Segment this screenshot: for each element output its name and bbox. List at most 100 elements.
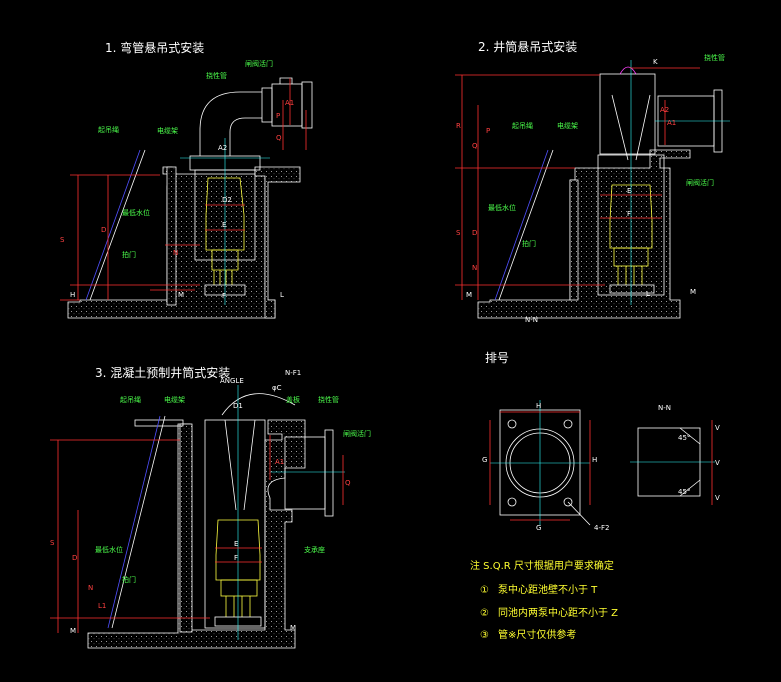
lift-hook-2 bbox=[619, 66, 637, 75]
dim-label-S-2: S bbox=[456, 229, 461, 237]
dim-label-F-2: F bbox=[627, 210, 631, 218]
diagram-3-concrete-well: 起吊绳 电缆架 挠性管 闸阀活门 最低水位 拍门 支承座 盖板 ANGLE N-… bbox=[50, 369, 371, 649]
dim-label-45b-4: 45° bbox=[678, 488, 690, 496]
lift-rope-3 bbox=[107, 415, 161, 629]
label-top-plate-3: 盖板 bbox=[286, 395, 300, 404]
label-min-level-2: 最低水位 bbox=[488, 203, 516, 212]
dim-label-L1-3: L1 bbox=[98, 602, 106, 610]
diagram-2-well-suspension: 起吊绳 电缆架 挠性管 闸阀活门 最低水位 拍门 K R Q P A1 A2 S… bbox=[455, 53, 730, 324]
label-check-valve-2: 拍门 bbox=[522, 239, 536, 248]
label-min-level-3: 最低水位 bbox=[95, 545, 123, 554]
dim-label-A1-3: A1 bbox=[275, 458, 284, 466]
dim-label-v3-4: V bbox=[715, 494, 720, 502]
dim-label-D1-3: D1 bbox=[233, 402, 243, 410]
pump-impeller-3 bbox=[220, 579, 258, 597]
label-lift-rope-1: 起吊绳 bbox=[98, 125, 119, 134]
dim-label-N-1: N bbox=[173, 249, 178, 257]
cable-3 bbox=[224, 419, 256, 511]
dim-label-R-2: R bbox=[456, 122, 461, 130]
dim-label-S-1: S bbox=[60, 236, 65, 244]
dim-label-E-2: E bbox=[627, 187, 631, 195]
label-cable-rack-2: 电缆架 bbox=[557, 121, 578, 130]
dim-label-Q-3: Q bbox=[345, 479, 351, 487]
pit-inner-wall-1 bbox=[166, 166, 177, 306]
pit-wall-right-1 bbox=[254, 166, 301, 319]
dim-label-F-3: F bbox=[234, 554, 238, 562]
label-gate-3: 闸阀活门 bbox=[343, 429, 371, 438]
title-diagram-4: 排号 bbox=[485, 351, 509, 365]
pump-impeller-1 bbox=[211, 249, 239, 271]
valve-flange-3 bbox=[324, 429, 334, 517]
pit-inner-wall-2 bbox=[569, 179, 579, 301]
note-1-mark: ① bbox=[480, 585, 489, 596]
dim-label-N-3: N bbox=[88, 584, 93, 592]
elbow-outer-1 bbox=[199, 91, 262, 156]
diagram-4-flange: H G H G 4-F2 N-N 45° 45° V V V bbox=[482, 400, 720, 532]
dim-label-A2-2: A2 bbox=[660, 106, 669, 114]
pit-inner-wall-3 bbox=[179, 423, 193, 633]
label-gate-1: 闸阀活门 bbox=[245, 59, 273, 68]
bolt-hole-4 bbox=[507, 419, 517, 429]
pump-well-3 bbox=[204, 419, 266, 629]
notes-block: 注 S.Q.R 尺寸根据用户要求确定 ① 泵中心距池壁不小于 T ② 同池内两泵… bbox=[470, 559, 618, 641]
dim-label-45a-4: 45° bbox=[678, 434, 690, 442]
dim-label-D-1: D bbox=[101, 226, 106, 234]
dim-label-G-left-4: G bbox=[482, 456, 487, 464]
dim-label-L-2: L bbox=[646, 290, 650, 298]
title-diagram-1: 1. 弯管悬吊式安装 bbox=[105, 40, 204, 55]
dim-label-v1-4: V bbox=[715, 424, 720, 432]
title-diagram-2: 2. 井筒悬吊式安装 bbox=[478, 39, 577, 54]
cable-2 bbox=[611, 94, 651, 161]
dim-label-M-1: M bbox=[178, 291, 184, 299]
dim-label-M-3: M bbox=[70, 627, 76, 635]
dim-label-K-2: K bbox=[653, 58, 658, 66]
pump-body-2 bbox=[609, 184, 653, 249]
pump-body-1 bbox=[205, 177, 245, 251]
dim-label-M2-1: L bbox=[280, 291, 284, 299]
label-check-valve-3: 拍门 bbox=[122, 575, 136, 584]
diagram-1-elbow-suspension: 起吊绳 电缆架 挠性管 闸阀活门 最低水位 拍门 S D N M H Q P A… bbox=[60, 59, 313, 319]
arc-pipe-3 bbox=[221, 393, 296, 416]
lift-rope-2 bbox=[494, 149, 549, 301]
dim-label-A1-1: A1 bbox=[285, 99, 294, 107]
dim-label-N-2: N bbox=[472, 264, 477, 272]
dim-label-S-3: S bbox=[50, 539, 55, 547]
lift-rope-1 bbox=[85, 149, 141, 301]
dim-label-M2-2: M bbox=[690, 288, 696, 296]
valve-handle-1 bbox=[279, 77, 293, 84]
dim-label-nf1-3: N-F1 bbox=[285, 369, 301, 377]
dim-label-nn-4: N-N bbox=[658, 404, 671, 412]
dim-label-NN-2: N-N bbox=[525, 316, 538, 324]
dim-label-phic-3: φC bbox=[272, 384, 282, 392]
elbow-inner-1 bbox=[229, 117, 262, 156]
label-cable-rack-1: 电缆架 bbox=[157, 126, 178, 135]
flange-1 bbox=[261, 87, 273, 123]
pump-body-3 bbox=[215, 519, 261, 581]
dim-label-P-2: P bbox=[486, 127, 490, 135]
riser-2 bbox=[599, 73, 656, 155]
valve-flange-1 bbox=[301, 81, 313, 129]
label-check-valve-1: 拍门 bbox=[122, 250, 136, 259]
dim-label-Q-2: Q bbox=[472, 142, 478, 150]
dim-label-P-1: P bbox=[276, 112, 280, 120]
dim-label-H-right-4: H bbox=[592, 456, 597, 464]
note-heading: 注 S.Q.R 尺寸根据用户要求确定 bbox=[470, 559, 614, 572]
note-3: 管※尺寸仅供参考 bbox=[498, 628, 576, 641]
note-1: 泵中心距池壁不小于 T bbox=[498, 583, 598, 596]
dim-label-M-2: M bbox=[466, 291, 472, 299]
note-2: 同池内两泵中心距不小于 Z bbox=[498, 606, 618, 619]
dim-label-A1-2: A1 bbox=[667, 119, 676, 127]
dim-label-v2-4: V bbox=[715, 459, 720, 467]
dim-label-D-3: D bbox=[72, 554, 77, 562]
dim-label-H-1: H bbox=[70, 291, 75, 299]
dim-label-F-1: E bbox=[222, 221, 226, 229]
label-lift-rope-3: 起吊绳 bbox=[120, 395, 141, 404]
dim-label-G-bottom-4: G bbox=[536, 524, 541, 532]
title-diagram-3: 3. 混凝土预制井筒式安装 bbox=[95, 365, 230, 380]
dim-label-L-1: F bbox=[222, 292, 226, 300]
label-min-level-1: 最低水位 bbox=[122, 208, 150, 217]
dim-label-Q-1: Q bbox=[276, 134, 282, 142]
label-base-3: 支承座 bbox=[304, 545, 325, 554]
dim-label-M2-3: M bbox=[290, 624, 296, 632]
